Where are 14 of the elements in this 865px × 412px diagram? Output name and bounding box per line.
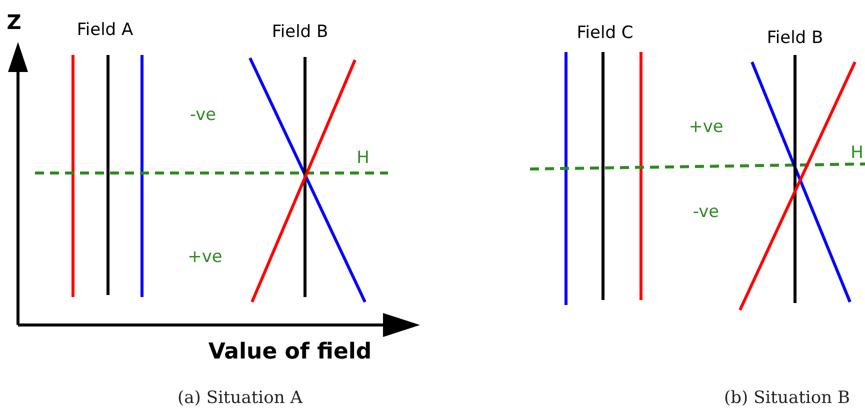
axis-label: Z <box>6 10 22 34</box>
line-label: H <box>850 143 864 163</box>
field-label: Field A <box>76 20 134 40</box>
subfigure-caption: (a) Situation A <box>178 388 302 408</box>
sign-label: -ve <box>692 202 720 222</box>
sign-label: +ve <box>188 247 222 267</box>
sign-label: -ve <box>190 105 216 125</box>
field-label: Field B <box>272 22 328 42</box>
line-label: H <box>356 148 370 168</box>
sign-label: +ve <box>688 117 724 137</box>
field-label: Field B <box>766 28 824 48</box>
subfigure-caption: (b) Situation B <box>724 388 850 408</box>
axis-label: Value of field <box>208 340 372 364</box>
field-label: Field C <box>576 23 634 43</box>
